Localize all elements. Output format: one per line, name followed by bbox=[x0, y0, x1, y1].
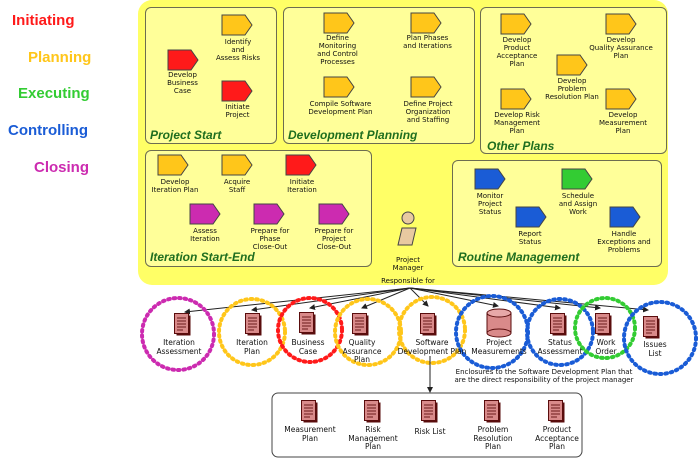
iteration-plan-doc-icon bbox=[245, 313, 262, 336]
risk-mgmt-plan-doc-icon bbox=[364, 400, 381, 423]
report-status-activity bbox=[515, 206, 547, 228]
issues-list-doc-icon bbox=[643, 316, 660, 339]
circle-qa-plan bbox=[333, 297, 403, 367]
circle-status-assessment bbox=[525, 297, 595, 367]
legend-initiating: Initiating bbox=[12, 12, 75, 29]
panel-project-start bbox=[145, 7, 277, 144]
monitor-status-activity bbox=[474, 168, 506, 190]
develop-qap-activity bbox=[605, 13, 637, 35]
initiate-project-activity bbox=[221, 80, 253, 102]
work-order-doc-icon bbox=[595, 313, 612, 336]
title-development-planning: Development Planning bbox=[288, 128, 418, 142]
problem-res-plan-doc-icon bbox=[484, 400, 501, 423]
project-manager-icon bbox=[397, 211, 417, 246]
circle-sdp bbox=[397, 295, 467, 365]
title-routine-management: Routine Management bbox=[458, 250, 580, 264]
sdp-doc-icon bbox=[420, 313, 437, 336]
schedule-work-activity bbox=[561, 168, 593, 190]
assess-iteration-activity bbox=[189, 203, 221, 225]
status-assessment-doc-icon bbox=[550, 313, 567, 336]
panel-development-planning bbox=[283, 7, 475, 144]
enclosure-note: Enclosures to the Software Development P… bbox=[454, 368, 634, 384]
initiate-iteration-activity bbox=[285, 154, 317, 176]
legend-executing: Executing bbox=[18, 85, 90, 102]
circle-iteration-plan bbox=[217, 297, 287, 367]
develop-mp-activity bbox=[605, 88, 637, 110]
circle-issues-list bbox=[622, 300, 698, 376]
circle-work-order bbox=[573, 296, 637, 360]
develop-pap-activity bbox=[500, 13, 532, 35]
define-organization-activity bbox=[410, 76, 442, 98]
define-monitoring-activity bbox=[323, 12, 355, 34]
database-icon bbox=[486, 308, 512, 338]
prepare-phase-closeout-activity bbox=[253, 203, 285, 225]
develop-rmp-activity bbox=[500, 88, 532, 110]
circle-iteration-assessment bbox=[140, 296, 216, 372]
handle-exceptions-activity bbox=[609, 206, 641, 228]
plan-phases-activity bbox=[410, 12, 442, 34]
measurement-plan-doc-icon bbox=[301, 400, 318, 423]
risk-list-doc-icon bbox=[421, 400, 438, 423]
acquire-staff-activity bbox=[221, 154, 253, 176]
title-project-start: Project Start bbox=[150, 128, 222, 142]
identify-risks-activity bbox=[221, 14, 253, 36]
iteration-assessment-doc-icon bbox=[174, 313, 191, 336]
legend-controlling: Controlling bbox=[8, 122, 88, 139]
title-iteration-start-end: Iteration Start-End bbox=[150, 250, 255, 264]
legend-closing: Closing bbox=[34, 159, 89, 176]
enclosures-box bbox=[271, 392, 583, 458]
prepare-project-closeout-activity bbox=[318, 203, 350, 225]
business-case-doc-icon bbox=[299, 312, 316, 335]
title-other-plans: Other Plans bbox=[487, 139, 555, 153]
compile-sdp-activity bbox=[323, 76, 355, 98]
develop-business-case-activity bbox=[167, 49, 199, 71]
responsible-for-label: Responsible for bbox=[381, 277, 435, 285]
circle-business-case bbox=[276, 296, 344, 364]
risk-list-label: Risk List bbox=[414, 427, 446, 436]
product-acc-plan-doc-icon bbox=[548, 400, 565, 423]
legend-planning: Planning bbox=[28, 49, 92, 66]
develop-iteration-plan-activity bbox=[157, 154, 189, 176]
qa-plan-doc-icon bbox=[352, 313, 369, 336]
